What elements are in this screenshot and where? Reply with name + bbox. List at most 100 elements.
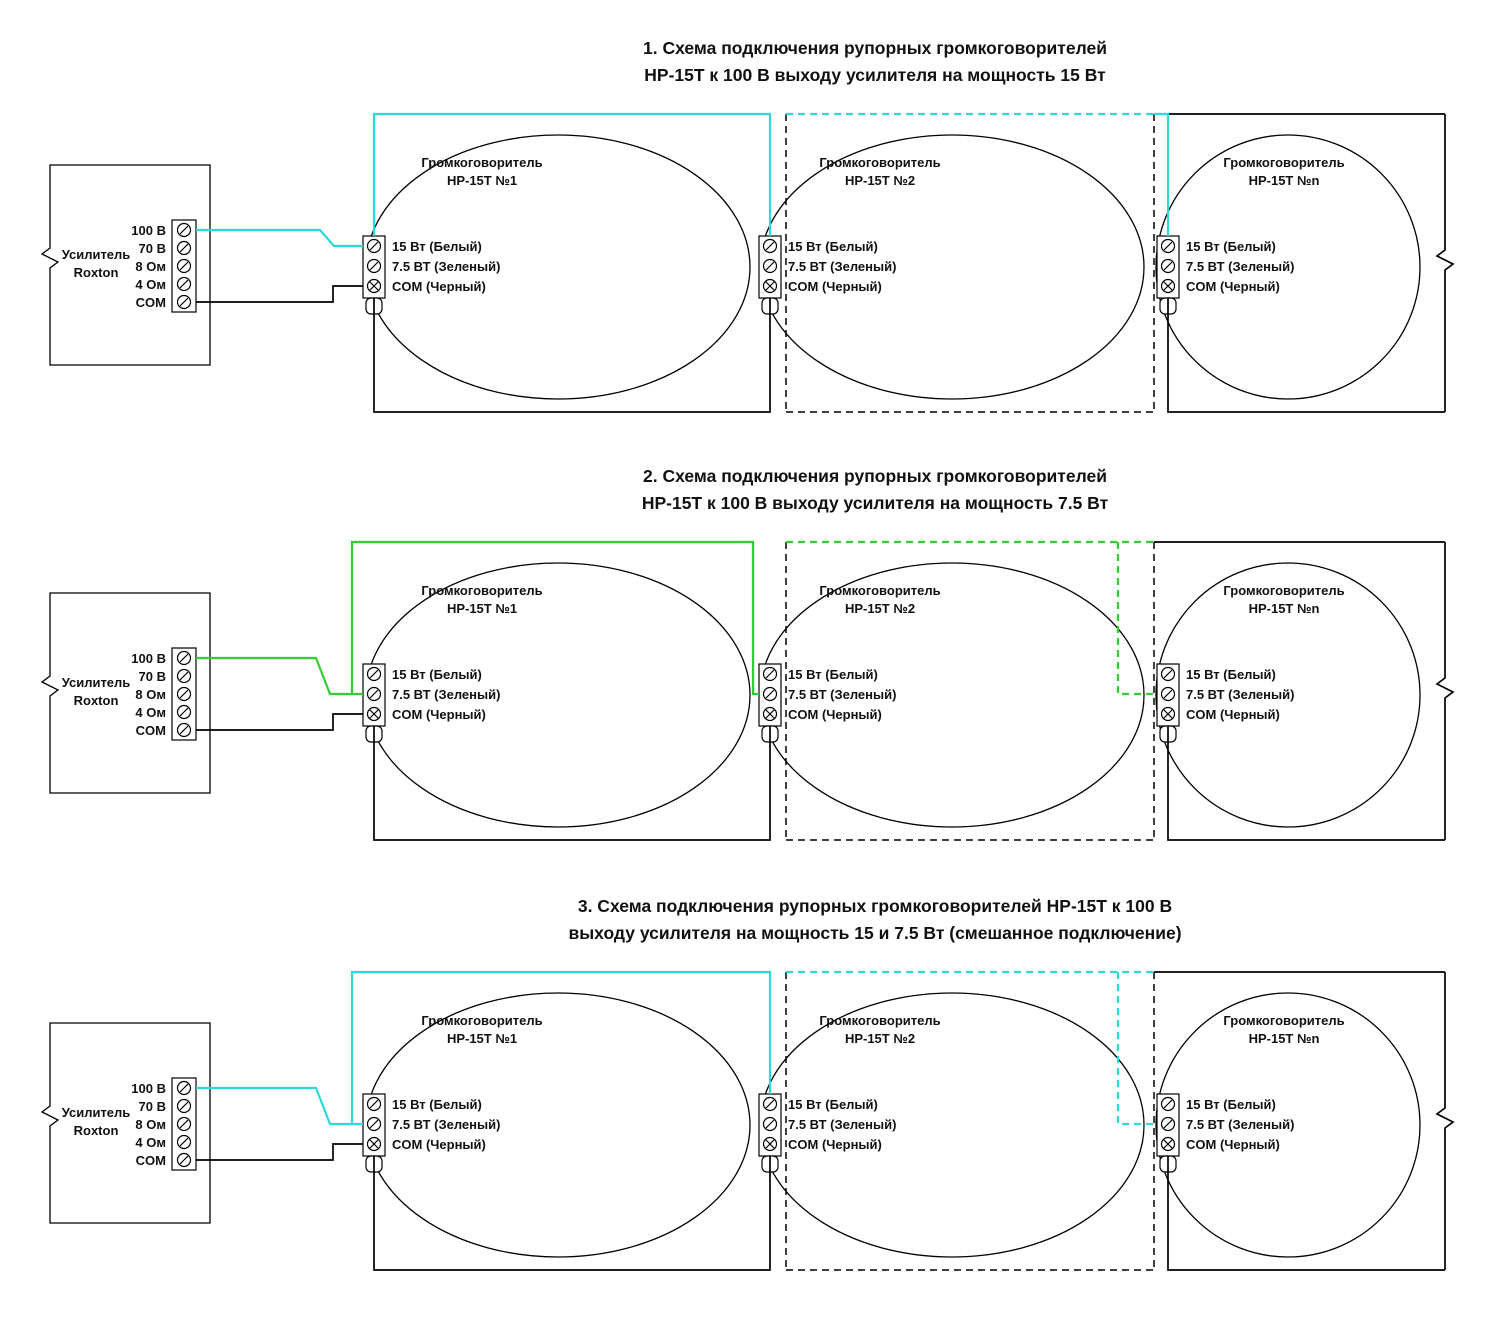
- speaker-1-label-7-5w: 7.5 ВТ (Зеленый): [392, 687, 500, 702]
- speaker-2-name-line2: НР-15Т №2: [845, 173, 915, 188]
- speaker-2-label-com: COM (Черный): [788, 1137, 882, 1152]
- speaker-1-name-line2: НР-15Т №1: [447, 1031, 517, 1046]
- speaker-1-name-line2: НР-15Т №1: [447, 601, 517, 616]
- scheme-3: 3. Схема подключения рупорных громкогово…: [40, 896, 1455, 1271]
- speaker-1-label-15w: 15 Вт (Белый): [392, 239, 482, 254]
- com-bus-wire: [373, 1156, 771, 1271]
- speaker-2-label-7-5w: 7.5 ВТ (Зеленый): [788, 1117, 896, 1132]
- amp-terminal-label-8ohm: 8 Ом: [135, 1117, 166, 1132]
- com-bus-wire: [373, 726, 771, 841]
- speaker-n-name-line1: Громкоговоритель: [1223, 155, 1344, 170]
- com-wires-scheme-2: [196, 541, 1455, 841]
- speaker-n-horn: [1155, 992, 1421, 1258]
- amplifier-box: [40, 1022, 211, 1224]
- speaker-2-name-line1: Громкоговоритель: [819, 583, 940, 598]
- scheme-1: 1. Схема подключения рупорных громкогово…: [40, 38, 1455, 413]
- speaker-1-name-line1: Громкоговоритель: [421, 155, 542, 170]
- speaker-2-name-line2: НР-15Т №2: [845, 1031, 915, 1046]
- speaker-n-name-line1: Громкоговоритель: [1223, 1013, 1344, 1028]
- speaker-2-continuation-box: [785, 972, 1155, 1271]
- speaker-2-label-7-5w: 7.5 ВТ (Зеленый): [788, 259, 896, 274]
- speaker-n-label-7-5w: 7.5 ВТ (Зеленый): [1186, 259, 1294, 274]
- amp-100v-wire: [196, 228, 363, 248]
- hot-wires-mixed-scheme-3: [196, 970, 1157, 1126]
- scheme-3-title-line2: выходу усилителя на мощность 15 и 7.5 Вт…: [568, 923, 1181, 943]
- speaker-n-name-line2: НР-15Т №n: [1249, 601, 1320, 616]
- com-bus-wire: [373, 298, 771, 413]
- speaker-n-name-line2: НР-15Т №n: [1249, 173, 1320, 188]
- speaker-n-label-7-5w: 7.5 ВТ (Зеленый): [1186, 687, 1294, 702]
- speaker-1-name-line1: Громкоговоритель: [421, 1013, 542, 1028]
- amp-terminal-label-8ohm: 8 Ом: [135, 687, 166, 702]
- amp-100v-wire: [196, 1086, 363, 1126]
- amp-com-wire: [196, 285, 363, 303]
- hot-wires-15w-scheme-1: [196, 112, 1170, 248]
- line-break-symbol: [1435, 972, 1455, 1270]
- amplifier-name-line1: Усилитель: [62, 247, 131, 262]
- speaker-2-name-line1: Громкоговоритель: [819, 1013, 940, 1028]
- speaker-n-name-line2: НР-15Т №n: [1249, 1031, 1320, 1046]
- speaker-n-horn: [1155, 562, 1421, 828]
- scheme-2-title-line2: НР-15Т к 100 В выходу усилителя на мощно…: [642, 493, 1109, 513]
- speaker-1-label-7-5w: 7.5 ВТ (Зеленый): [392, 259, 500, 274]
- speaker-1-name-line1: Громкоговоритель: [421, 583, 542, 598]
- line-break-symbol: [1435, 114, 1455, 412]
- amp-terminal-label-com: COM: [136, 1153, 166, 1168]
- speaker-2-name-line1: Громкоговоритель: [819, 155, 940, 170]
- speaker-n-horn: [1155, 134, 1421, 400]
- speaker-2-label-15w: 15 Вт (Белый): [788, 239, 878, 254]
- amplifier-terminal-block: [171, 219, 197, 313]
- speaker-1-label-com: COM (Черный): [392, 279, 486, 294]
- amp-terminal-label-8ohm: 8 Ом: [135, 259, 166, 274]
- amp-terminal-label-4ohm: 4 Ом: [135, 277, 166, 292]
- speaker-2-label-15w: 15 Вт (Белый): [788, 1097, 878, 1112]
- amplifier-terminal-block: [171, 1077, 197, 1171]
- speaker-n-hot-drop: [1154, 112, 1170, 236]
- speaker-n-label-com: COM (Черный): [1186, 707, 1280, 722]
- amplifier-name-line2: Roxton: [74, 693, 119, 708]
- speaker-2-continuation-box: [785, 542, 1155, 841]
- scheme-1-title-line2: НР-15Т к 100 В выходу усилителя на мощно…: [644, 65, 1106, 85]
- amp-100v-wire: [196, 656, 363, 696]
- amp-terminal-label-com: COM: [136, 723, 166, 738]
- line-break-symbol: [1435, 542, 1455, 840]
- speaker-2-name-line2: НР-15Т №2: [845, 601, 915, 616]
- speaker-2-label-com: COM (Черный): [788, 279, 882, 294]
- amp-com-wire: [196, 713, 363, 731]
- amp-terminal-label-70v: 70 В: [139, 241, 166, 256]
- amplifier-box: [40, 592, 211, 794]
- speaker-n-label-7-5w: 7.5 ВТ (Зеленый): [1186, 1117, 1294, 1132]
- speaker-n-label-com: COM (Черный): [1186, 279, 1280, 294]
- speaker-n-name-line1: Громкоговоритель: [1223, 583, 1344, 598]
- speaker-n-label-15w: 15 Вт (Белый): [1186, 667, 1276, 682]
- speaker-1-label-7-5w: 7.5 ВТ (Зеленый): [392, 1117, 500, 1132]
- hot-bus-wire: [372, 112, 772, 236]
- amp-terminal-label-com: COM: [136, 295, 166, 310]
- com-wires-scheme-1: [196, 113, 1455, 413]
- amp-terminal-label-4ohm: 4 Ом: [135, 705, 166, 720]
- speaker-n-com-wire: [1167, 298, 1445, 413]
- speaker-n-label-15w: 15 Вт (Белый): [1186, 239, 1276, 254]
- speaker-2-label-15w: 15 Вт (Белый): [788, 667, 878, 682]
- amplifier-name-line2: Roxton: [74, 265, 119, 280]
- amp-terminal-label-70v: 70 В: [139, 1099, 166, 1114]
- hot-wires-7-5w-scheme-2: [196, 540, 1157, 696]
- scheme-2: 2. Схема подключения рупорных громкогово…: [40, 466, 1455, 841]
- amplifier-name-line1: Усилитель: [62, 1105, 131, 1120]
- speaker-1-label-com: COM (Черный): [392, 707, 486, 722]
- amplifier-box: [40, 164, 211, 366]
- amp-terminal-label-4ohm: 4 Ом: [135, 1135, 166, 1150]
- speaker-n-com-wire: [1167, 726, 1445, 841]
- speaker-1-name-line2: НР-15Т №1: [447, 173, 517, 188]
- speaker-1-label-15w: 15 Вт (Белый): [392, 667, 482, 682]
- amp-com-wire: [196, 1143, 363, 1161]
- scheme-3-title-line1: 3. Схема подключения рупорных громкогово…: [578, 896, 1172, 916]
- amplifier-terminal-block: [171, 647, 197, 741]
- com-wires-scheme-3: [196, 971, 1455, 1271]
- hot-bus-wire: [350, 970, 772, 1124]
- amplifier-name-line2: Roxton: [74, 1123, 119, 1138]
- hot-bus-wire: [350, 540, 759, 696]
- scheme-2-title-line1: 2. Схема подключения рупорных громкогово…: [643, 466, 1107, 486]
